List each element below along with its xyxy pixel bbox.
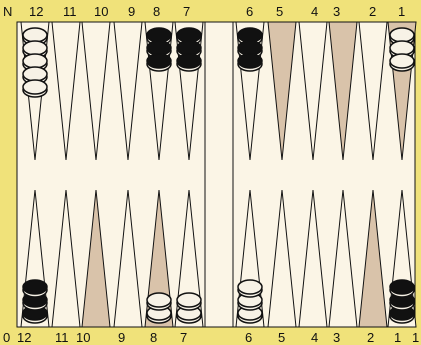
top-number-4: 4: [311, 4, 318, 19]
bottom-number-11: 11: [55, 330, 69, 345]
top-number-8: 8: [153, 4, 160, 19]
top-number-N: N: [3, 4, 12, 19]
top-number-1: 1: [398, 4, 405, 19]
bottom-number-1b: 1: [412, 330, 419, 345]
bottom-number-10: 10: [76, 330, 90, 345]
top-number-5: 5: [276, 4, 283, 19]
checker-bottom-8-white-1[interactable]: [147, 293, 171, 310]
bottom-number-12: 12: [17, 330, 31, 345]
checker-top-6-black-2[interactable]: [238, 54, 262, 71]
bottom-number-4: 4: [311, 330, 318, 345]
top-number-10: 10: [94, 4, 108, 19]
bottom-number-2: 2: [367, 330, 374, 345]
bar-divider: [205, 22, 233, 327]
bottom-number-6: 6: [245, 330, 252, 345]
bottom-number-0: 0: [3, 330, 10, 345]
checker-bottom-12-black-2[interactable]: [23, 280, 47, 297]
bottom-number-1a: 1: [394, 330, 401, 345]
top-number-7: 7: [183, 4, 190, 19]
checker-top-1-white-2[interactable]: [390, 54, 414, 71]
top-number-12: 12: [29, 4, 43, 19]
top-number-9: 9: [128, 4, 135, 19]
checker-bottom-6-white-2[interactable]: [238, 280, 262, 297]
checker-top-12-white-4[interactable]: [23, 80, 47, 97]
top-number-3: 3: [333, 4, 340, 19]
bottom-number-9: 9: [118, 330, 125, 345]
top-number-2: 2: [369, 4, 376, 19]
checker-bottom-1-black-2[interactable]: [390, 280, 414, 297]
bottom-number-3: 3: [333, 330, 340, 345]
top-number-11: 11: [63, 4, 77, 19]
bottom-number-5: 5: [278, 330, 285, 345]
bottom-number-7: 7: [180, 330, 187, 345]
checker-top-7-black-2[interactable]: [177, 54, 201, 71]
checker-top-8-black-2[interactable]: [147, 54, 171, 71]
bottom-number-8: 8: [150, 330, 157, 345]
checker-bottom-7-white-1[interactable]: [177, 293, 201, 310]
top-number-6: 6: [246, 4, 253, 19]
